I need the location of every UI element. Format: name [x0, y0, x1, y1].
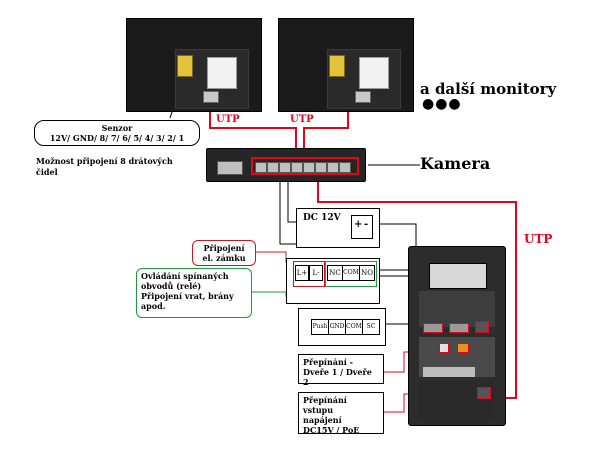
sensor-port: [177, 55, 193, 77]
lock-line-2: el. zámku: [202, 253, 246, 263]
terminal-nc: NC: [327, 265, 343, 281]
utp-entry-port: [477, 387, 491, 399]
power-line-1: Přepínání vstupu: [303, 395, 347, 415]
utp-cable-monitor-1: [209, 98, 297, 158]
dc-plus: +: [354, 219, 363, 230]
switch-uplink-ports: [217, 161, 243, 175]
sensor-note-line-2: čidel: [36, 167, 58, 177]
sensor-callout: Senzor 12V/ GND/ 8/ 7/ 6/ 5/ 4/ 3/ 2/ 1: [34, 120, 200, 146]
camera-label: Kamera: [420, 154, 491, 173]
switch-port: [255, 162, 267, 173]
ellipsis-dots: ●●●: [422, 96, 462, 112]
switch-port: [267, 162, 279, 173]
utp-cable-monitor-2: [303, 98, 349, 158]
switch-poe-port-group: [251, 157, 359, 175]
sensor-note: Možnost připojení 8 drátových čidel: [36, 156, 173, 178]
indoor-monitor-1: [126, 18, 262, 112]
terminal-push: Push: [311, 319, 329, 335]
power-line-2: napájení: [303, 415, 342, 425]
camera-window: [429, 263, 487, 289]
relay-line-3: Připojení vrat, brány: [141, 291, 234, 301]
door-line-1: Přepínání -: [303, 357, 353, 367]
relay-line-1: Ovládání spínaných: [141, 271, 229, 281]
sensor-title: Senzor: [101, 123, 133, 133]
dc-power-label: DC 12V: [303, 213, 341, 223]
power-input-callout: Přepínání vstupu napájení DC15V / PoE: [298, 392, 384, 435]
switch-port: [315, 162, 327, 173]
monitor-label-sticker: [359, 57, 389, 89]
terminal-sc: SC: [362, 319, 380, 335]
door-line-2: Dveře 1 / Dveře 2: [303, 367, 372, 387]
terminal-l-minus: L-: [309, 265, 323, 281]
switch-port: [339, 162, 351, 173]
sensor-pins: 12V/ GND/ 8/ 7/ 6/ 5/ 4/ 3/ 2/ 1: [49, 133, 185, 143]
lock-line-1: Připojení: [203, 243, 245, 253]
utp-label-left: UTP: [216, 114, 240, 125]
network-port: [203, 91, 219, 103]
relay-callout: Ovládání spínaných obvodů (relé) Připoje…: [136, 268, 252, 318]
dc-terminal: + -: [351, 215, 373, 239]
lock-callout: Připojení el. zámku: [192, 240, 256, 266]
door-switch-callout: Přepínání - Dveře 1 / Dveře 2: [298, 354, 384, 387]
power-line-3: DC15V / PoE: [303, 425, 360, 435]
outdoor-station-unit: [408, 246, 506, 426]
input-terminal-panel: Push GND COM SC: [298, 308, 386, 346]
cable-switch-to-panel-1: [287, 180, 296, 223]
connector-left: [423, 323, 443, 333]
cable-switch-to-panel-2: [279, 180, 296, 245]
terminal-com-bottom: COM: [345, 319, 363, 335]
door-dip-switch: [439, 343, 449, 353]
network-port: [355, 91, 371, 103]
component-strip: [423, 367, 475, 377]
relay-terminal-panel: L+ L- NC COM NO: [286, 258, 380, 304]
indoor-monitor-2: [278, 18, 414, 112]
switch-port: [291, 162, 303, 173]
sensor-port: [329, 55, 345, 77]
power-jumper: [457, 343, 469, 353]
monitor-label-sticker: [207, 57, 237, 89]
terminal-no: NO: [359, 265, 375, 281]
dc-power-panel: DC 12V + -: [296, 208, 380, 248]
switch-port: [303, 162, 315, 173]
poe-switch: [206, 148, 366, 182]
relay-line-4: apod.: [141, 301, 166, 311]
relay-terminal-group: [325, 261, 377, 287]
switch-port: [327, 162, 339, 173]
more-monitors-label: a další monitory: [420, 80, 557, 98]
terminal-gnd: GND: [328, 319, 346, 335]
utp-label-camera: UTP: [524, 232, 553, 246]
terminal-l-plus: L+: [295, 265, 309, 281]
lock-terminal-group: [293, 261, 325, 287]
relay-line-2: obvodů (relé): [141, 281, 202, 291]
utp-label-right: UTP: [290, 114, 314, 125]
terminal-com: COM: [342, 265, 360, 281]
sensor-note-line-1: Možnost připojení 8 drátových: [36, 156, 173, 166]
rj45-port: [475, 321, 489, 333]
switch-port: [279, 162, 291, 173]
connector-mid: [449, 323, 469, 333]
dc-minus: -: [364, 219, 369, 230]
